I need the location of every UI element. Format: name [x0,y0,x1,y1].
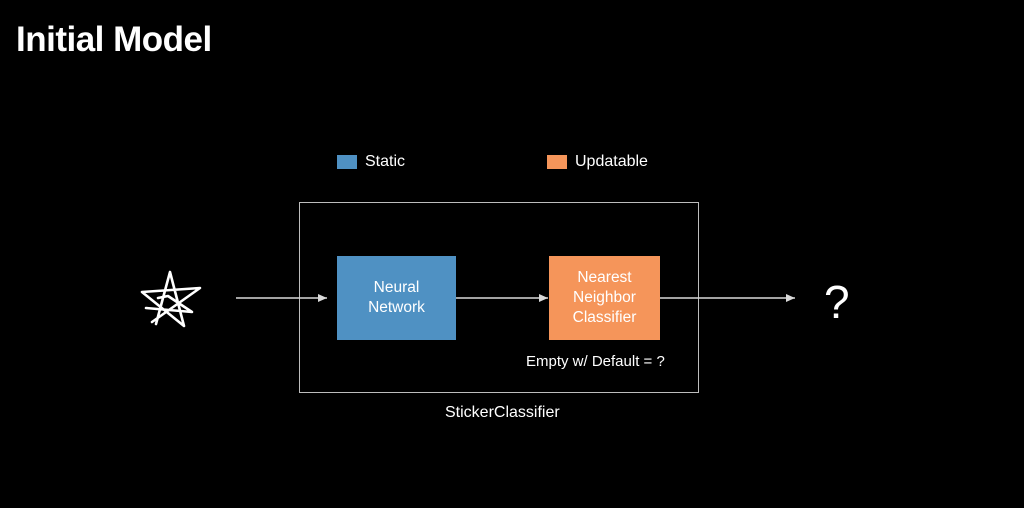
classifier-label-line-3: Classifier [572,309,637,326]
container-label: StickerClassifier [445,404,560,421]
classifier-label-line-1: Nearest [577,269,632,286]
legend-item-static: Static [337,152,405,172]
legend-item-updatable: Updatable [547,152,648,172]
neural-network-label-line-1: Neural [373,279,420,296]
page-title: Initial Model [16,20,212,59]
legend-swatch-static [337,155,357,169]
classifier-label-line-2: Neighbor [573,289,636,306]
legend-swatch-updatable [547,155,567,169]
nearest-neighbor-classifier-node: Nearest Neighbor Classifier [549,256,660,340]
neural-network-label-line-2: Network [368,299,425,316]
hand-drawn-star-icon [140,270,202,328]
legend-label-static: Static [365,153,406,170]
legend-label-updatable: Updatable [575,153,648,170]
default-note: Empty w/ Default = ? [526,353,665,370]
neural-network-node: Neural Network [337,256,456,340]
output-question-mark: ? [824,276,850,328]
